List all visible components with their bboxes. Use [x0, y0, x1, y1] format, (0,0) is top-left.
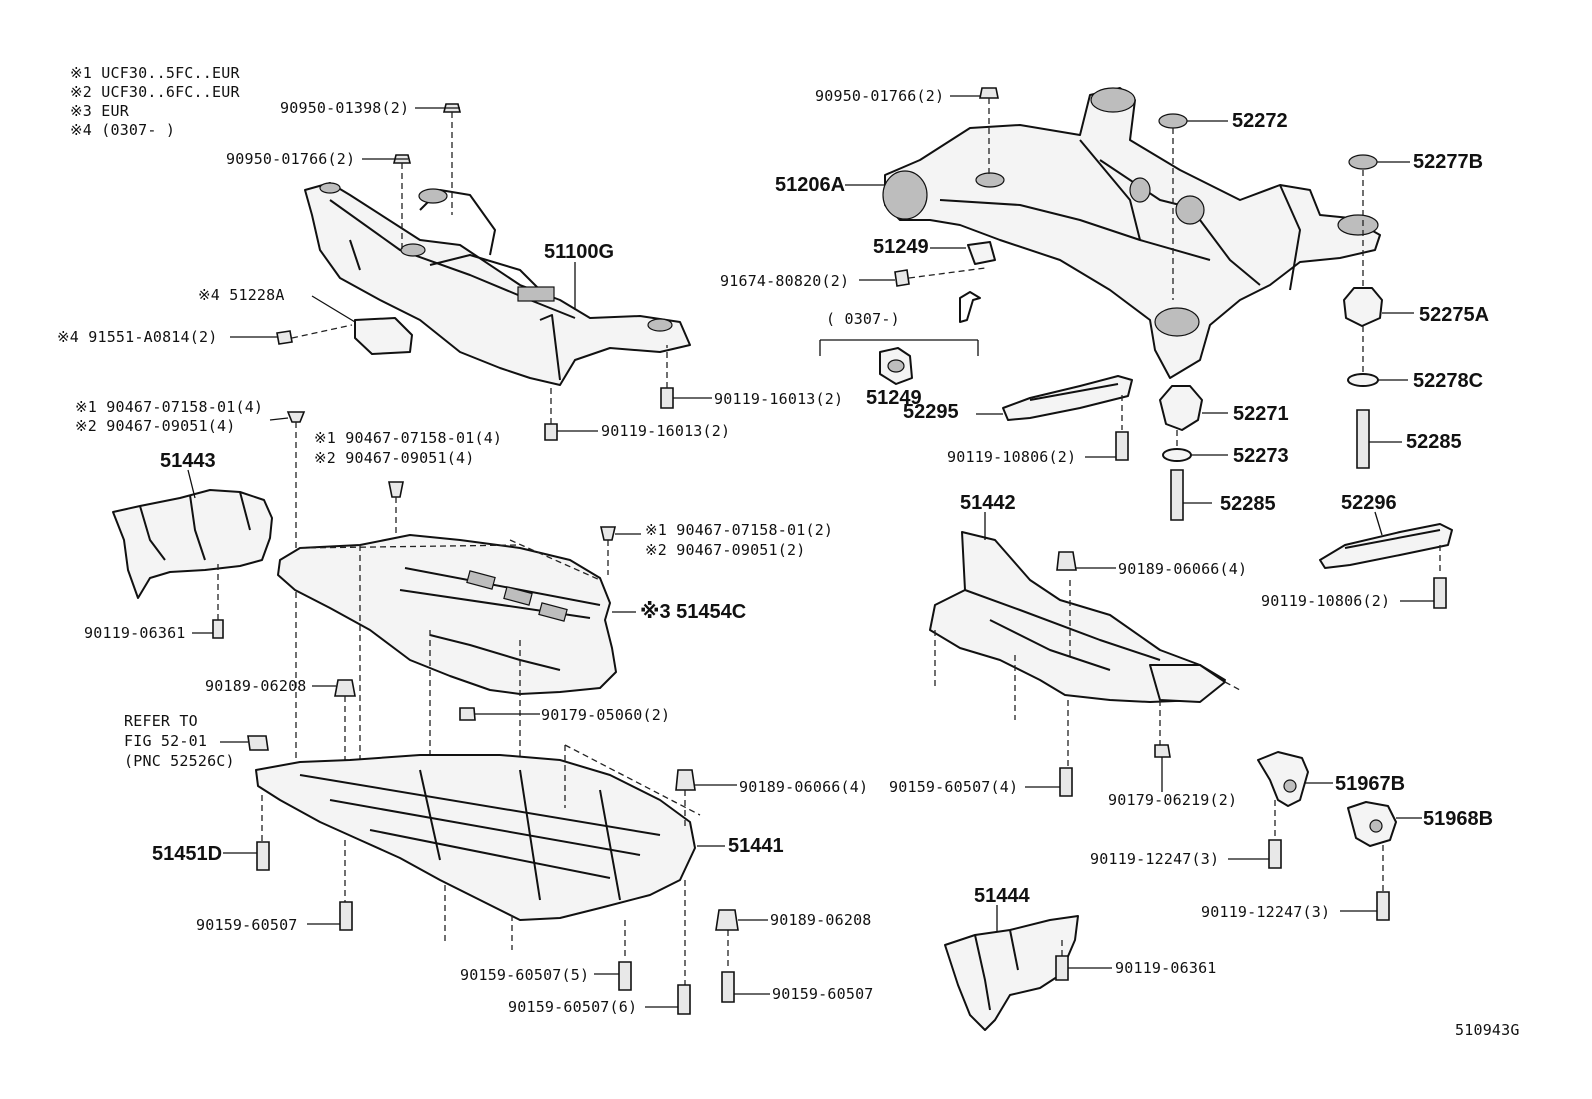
note-3: ※3 EUR	[70, 102, 130, 120]
label-90189-06066-left: 90189-06066(4)	[739, 778, 868, 796]
label-90179-05060: 90179-05060(2)	[541, 706, 670, 724]
label-52278C: 52278C	[1413, 370, 1483, 392]
note-1: ※1 UCF30..5FC..EUR	[70, 64, 240, 82]
under-cover-51442	[929, 512, 1241, 775]
label-90179-06219: 90179-06219(2)	[1108, 791, 1237, 809]
fasteners-51442	[1025, 551, 1171, 797]
label-90189-06208-left: 90189-06208	[205, 677, 307, 695]
label-51249-upper: 51249	[873, 236, 929, 258]
label-90119-16013-lower: 90119-16013(2)	[601, 422, 730, 440]
bracket-51968B	[1340, 801, 1422, 921]
label-51968B: 51968B	[1423, 808, 1493, 830]
bracket-51228A	[311, 295, 413, 355]
crossmember-fasteners	[230, 103, 712, 441]
label-52295: 52295	[903, 401, 959, 423]
label-51454C: ※3 51454C	[640, 601, 746, 623]
label-51249-lower: 51249	[866, 387, 922, 409]
label-90119-10806-left: 90119-10806(2)	[947, 448, 1076, 466]
bracket-51249	[819, 241, 996, 385]
label-90119-10806-right: 90119-10806(2)	[1261, 592, 1390, 610]
label-0307: ( 0307-)	[826, 310, 900, 328]
label-52272: 52272	[1232, 110, 1288, 132]
label-51444: 51444	[974, 885, 1030, 907]
label-52273: 52273	[1233, 445, 1289, 467]
notes-block: ※1 UCF30..5FC..EUR ※2 UCF30..6FC..EUR ※3…	[70, 64, 240, 139]
label-52285-center: 52285	[1220, 493, 1276, 515]
label-90159-60507-right: 90159-60507	[772, 985, 874, 1003]
fasteners-mid	[220, 679, 540, 770]
splash-shield-51443	[112, 469, 273, 599]
label-51206A: 51206A	[775, 174, 845, 196]
fasteners-51441	[223, 769, 770, 1015]
label-51967B: 51967B	[1335, 773, 1405, 795]
figure-id: 510943G	[1455, 1021, 1520, 1039]
bracket-51967B	[1228, 751, 1333, 869]
label-90189-06208-right: 90189-06208	[770, 911, 872, 929]
label-52277B: 52277B	[1413, 151, 1483, 173]
label-90159-60507-6: 90159-60507(6)	[508, 998, 637, 1016]
label-clip-c-1: ※1 90467-07158-01(2)	[645, 521, 833, 539]
label-51228A: ※4 51228A	[198, 286, 285, 304]
label-90189-06066-right: 90189-06066(4)	[1118, 560, 1247, 578]
clips	[269, 411, 641, 770]
label-90119-06361-right: 90119-06361	[1115, 959, 1217, 977]
rear-member-fasteners	[950, 87, 1410, 300]
label-51441: 51441	[728, 835, 784, 857]
label-51443: 51443	[160, 450, 216, 472]
label-clip-b-2: ※2 90467-09051(4)	[314, 449, 474, 467]
under-cover-51441	[255, 744, 729, 985]
label-90950-01398: 90950-01398(2)	[280, 99, 409, 117]
label-90119-06361-left: 90119-06361	[84, 624, 186, 642]
front-crossmember-51100G	[304, 182, 691, 386]
bushing-stack-center	[1159, 385, 1228, 521]
bushing-stack-right	[1343, 287, 1414, 469]
label-clip-a-2: ※2 90467-09051(4)	[75, 417, 235, 435]
label-90159-60507-5: 90159-60507(5)	[460, 966, 589, 984]
label-clip-c-2: ※2 90467-09051(2)	[645, 541, 805, 559]
label-90159-60507-4: 90159-60507(4)	[889, 778, 1018, 796]
label-52275A: 52275A	[1419, 304, 1489, 326]
label-51442: 51442	[960, 492, 1016, 514]
note-2: ※2 UCF30..6FC..EUR	[70, 83, 240, 101]
label-90950-01766-rear: 90950-01766(2)	[815, 87, 944, 105]
under-cover-51454C	[277, 534, 636, 800]
label-clip-a-1: ※1 90467-07158-01(4)	[75, 398, 263, 416]
arm-52296	[1319, 511, 1453, 609]
bolt-90119-06361-left	[192, 560, 224, 639]
label-90119-12247-upper: 90119-12247(3)	[1090, 850, 1219, 868]
label-90119-16013-upper: 90119-16013(2)	[714, 390, 843, 408]
arm-52295	[976, 375, 1133, 461]
label-90159-60507-left: 90159-60507	[196, 916, 298, 934]
label-51100G: 51100G	[544, 241, 614, 263]
label-52285-right: 52285	[1406, 431, 1462, 453]
label-refer-to: REFER TO	[124, 712, 198, 730]
label-clip-b-1: ※1 90467-07158-01(4)	[314, 429, 502, 447]
label-90119-12247-lower: 90119-12247(3)	[1201, 903, 1330, 921]
label-refer-fig: FIG 52-01	[124, 732, 207, 750]
label-91674-80820: 91674-80820(2)	[720, 272, 849, 290]
rear-crossmember-51206A	[845, 87, 1381, 379]
label-refer-pnc: (PNC 52526C)	[124, 752, 235, 770]
label-91551-A0814: ※4 91551-A0814(2)	[57, 328, 217, 346]
label-90950-01766-front: 90950-01766(2)	[226, 150, 355, 168]
note-4: ※4 (0307- )	[70, 121, 175, 139]
splash-shield-51444	[944, 905, 1112, 1031]
label-52296: 52296	[1341, 492, 1397, 514]
label-52271: 52271	[1233, 403, 1289, 425]
label-51451D: 51451D	[152, 843, 222, 865]
